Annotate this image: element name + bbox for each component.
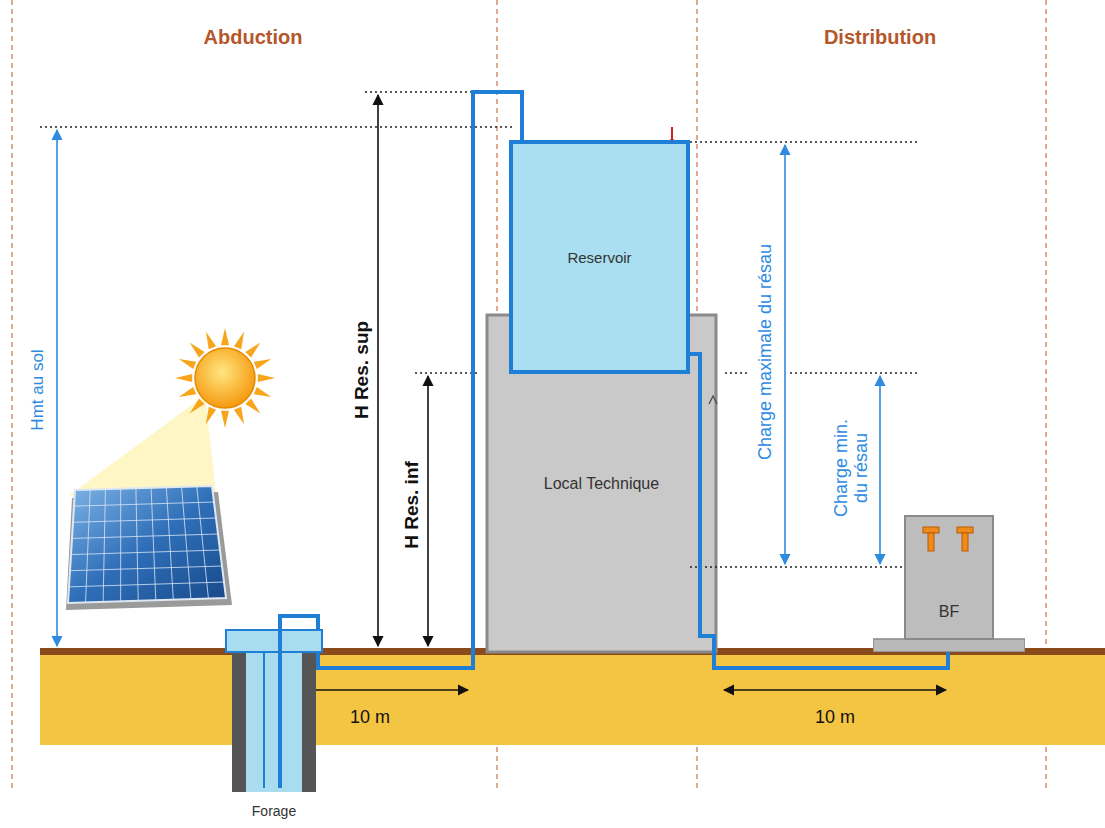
- distance-label: 10 m: [350, 708, 390, 728]
- node-label: Forage: [252, 803, 296, 819]
- water-point: BF: [873, 515, 1025, 652]
- float-gauge: [671, 127, 673, 141]
- section-heading: Abduction: [204, 26, 303, 48]
- dimension-label: Charge maximale du résau: [756, 244, 776, 460]
- sun: [195, 348, 255, 408]
- node-label: Local Technique: [544, 475, 659, 493]
- dimension-arrow: [784, 145, 786, 564]
- solar-panel: [68, 486, 226, 603]
- reservoir-tank: Reservoir: [509, 140, 690, 374]
- borehole: Forage: [218, 628, 330, 822]
- sun-rays: [175, 328, 275, 428]
- dimension-arrow: [377, 95, 379, 646]
- dimension-arrow: [879, 376, 881, 564]
- vent-mark: [709, 396, 717, 404]
- water-pipe: [280, 92, 522, 668]
- level-line: [40, 92, 975, 567]
- dimension-arrow: [427, 376, 429, 646]
- dimension-label: H Res. sup: [352, 321, 373, 419]
- node-label: Reservoir: [567, 249, 631, 266]
- panel-grid: [69, 486, 224, 602]
- borehole-drawing: [218, 628, 330, 822]
- dimension-label: Hmt au sol: [29, 349, 48, 430]
- section-heading: Distribution: [824, 26, 936, 48]
- node-label: BF: [939, 603, 959, 621]
- dimension-arrow: [724, 689, 946, 691]
- water-point-drawing: [873, 515, 1025, 652]
- dimension-label: Charge min. du résau: [832, 413, 872, 523]
- dimension-arrow: [56, 130, 58, 646]
- dimension-label: H Res. inf: [402, 461, 423, 549]
- distance-label: 10 m: [815, 708, 855, 728]
- soil: [40, 652, 1105, 745]
